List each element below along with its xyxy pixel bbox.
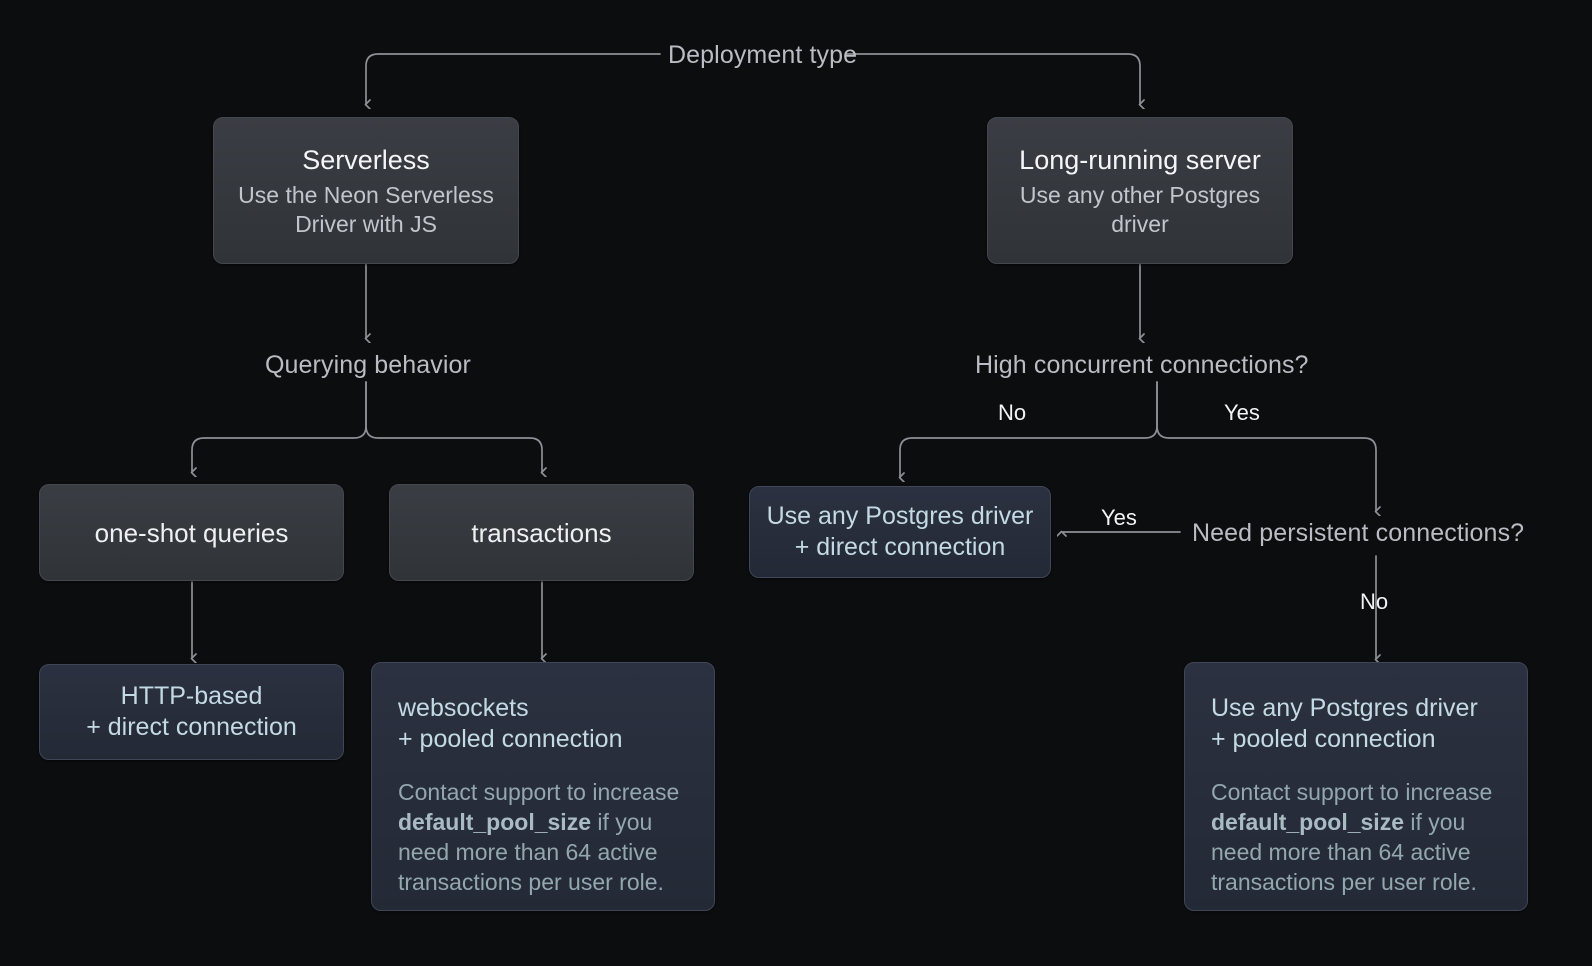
edge-label-persistent-no: No (1360, 589, 1389, 614)
node-http-direct-line2: + direct connection (86, 713, 297, 741)
decision-need-persistent-connections: Need persistent connections? (1192, 519, 1525, 547)
node-driver-pooled-line2: + pooled connection (1211, 725, 1436, 753)
node-serverless-subtitle: Use the Neon Serverless Driver with JS (238, 181, 494, 237)
edge-label-concurrency-no: No (998, 400, 1027, 425)
edge-querying-to-oneshot (192, 381, 367, 472)
node-websockets-pooled[interactable]: websockets + pooled connection Contact s… (371, 662, 715, 911)
node-http-direct-line1: HTTP-based (120, 682, 263, 710)
edge-label-persistent-yes: Yes (1101, 505, 1137, 530)
edge-root-to-longrunning (845, 53, 1140, 104)
node-driver-pooled-note: Contact support to increase default_pool… (1211, 777, 1501, 897)
node-websockets-line1: websockets (398, 694, 529, 722)
node-websockets-note-before: Contact support to increase (398, 779, 680, 805)
node-transactions-label: transactions (471, 517, 612, 548)
node-driver-pooled[interactable]: Use any Postgres driver + pooled connect… (1184, 662, 1528, 911)
node-websockets-note-code: default_pool_size (398, 809, 591, 835)
decision-high-concurrent-connections: High concurrent connections? (975, 351, 1309, 379)
node-serverless[interactable]: Serverless Use the Neon Serverless Drive… (213, 117, 519, 264)
node-websockets-note-after: if you need more than 64 active transact… (398, 809, 664, 895)
decision-querying-behavior: Querying behavior (265, 351, 471, 379)
node-long-running-server[interactable]: Long-running server Use any other Postgr… (987, 117, 1293, 264)
edge-concurrency-no (900, 381, 1158, 477)
node-driver-direct-line1: Use any Postgres driver (766, 502, 1034, 530)
node-driver-direct-line2: + direct connection (794, 533, 1006, 561)
node-websockets-line2: + pooled connection (398, 725, 623, 753)
root-label: Deployment type (668, 41, 858, 69)
node-driver-direct-connection[interactable]: Use any Postgres driver + direct connect… (749, 486, 1051, 578)
node-one-shot-queries-label: one-shot queries (94, 517, 289, 548)
node-driver-pooled-note-code: default_pool_size (1211, 809, 1404, 835)
node-transactions[interactable]: transactions (389, 484, 694, 581)
node-serverless-title: Serverless (302, 144, 430, 175)
node-one-shot-queries[interactable]: one-shot queries (39, 484, 344, 581)
node-driver-pooled-note-after: if you need more than 64 active transact… (1211, 809, 1477, 895)
node-long-running-title: Long-running server (1019, 144, 1261, 175)
node-driver-pooled-note-before: Contact support to increase (1211, 779, 1493, 805)
edge-root-to-serverless (366, 53, 661, 104)
node-http-direct-connection[interactable]: HTTP-based + direct connection (39, 664, 344, 760)
node-websockets-note: Contact support to increase default_pool… (398, 777, 688, 897)
node-long-running-subtitle: Use any other Postgres driver (1019, 181, 1261, 237)
edge-label-concurrency-yes: Yes (1224, 400, 1260, 425)
node-driver-pooled-line1: Use any Postgres driver (1211, 694, 1478, 722)
edge-concurrency-yes (1156, 381, 1376, 511)
edge-querying-to-transactions (365, 381, 542, 472)
